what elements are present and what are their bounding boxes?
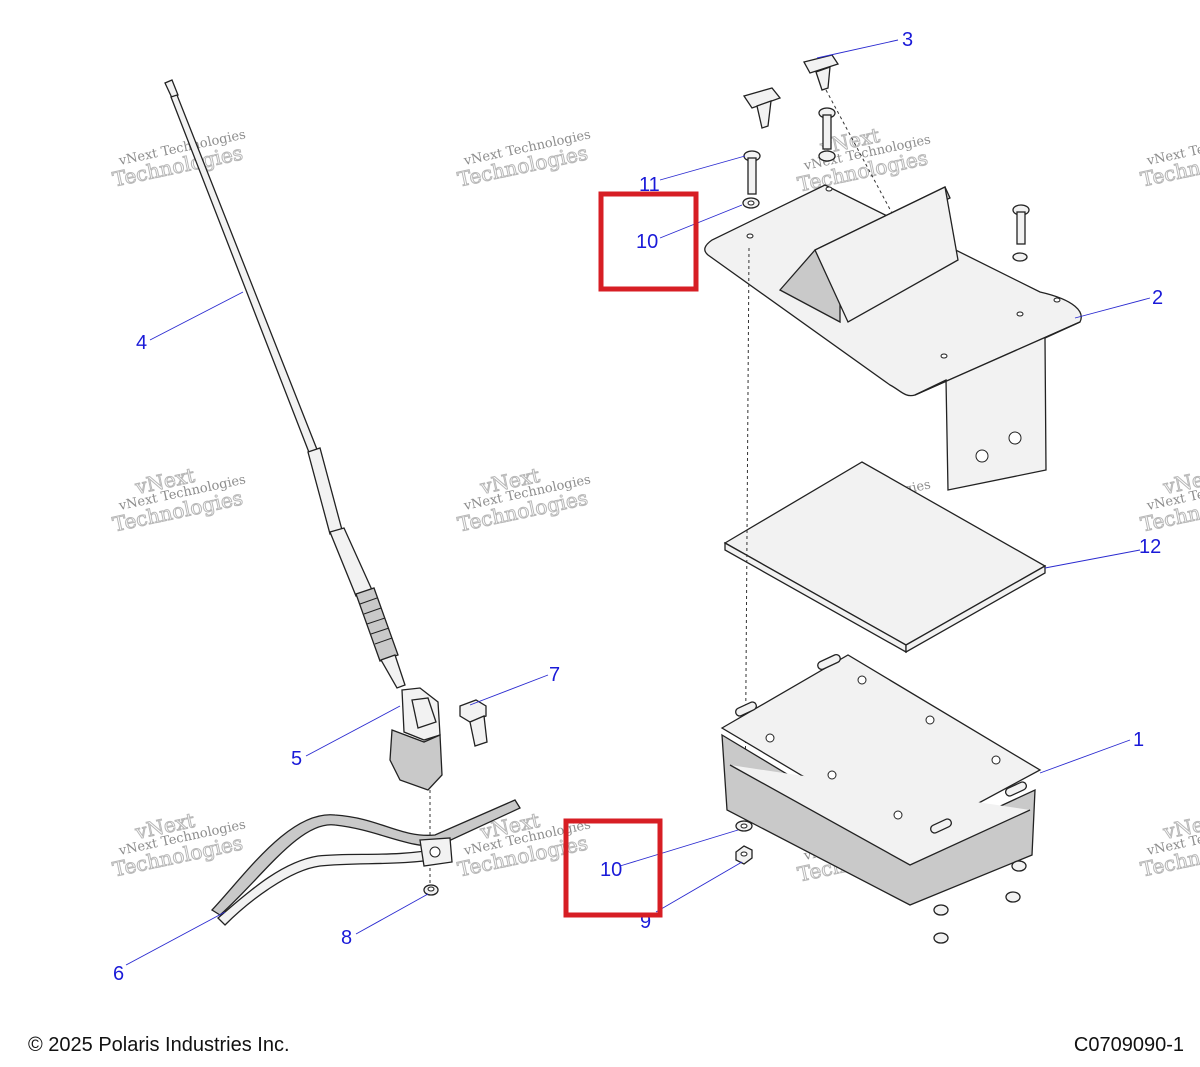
- highlight-box-top: [598, 191, 699, 292]
- callout-12: 12: [1139, 536, 1161, 558]
- watermark: Technologies vNext Technologies vNext: [455, 808, 592, 882]
- washer-top: [742, 197, 760, 209]
- callout-10-top: 10: [636, 231, 658, 253]
- callout-10-bottom: 10: [600, 859, 622, 881]
- watermark: Technologies vNext Technologies: [110, 127, 247, 192]
- callout-4: 4: [136, 332, 147, 354]
- antenna-taper: [307, 447, 343, 535]
- screw: [818, 107, 836, 162]
- antenna-spring: [355, 587, 399, 662]
- rivet-axis-line: [825, 89, 901, 229]
- screw: [743, 150, 761, 195]
- drawing-number: C0709090-1: [1073, 1034, 1184, 1056]
- callout-6: 6: [113, 963, 124, 985]
- hex-nut: [735, 845, 753, 865]
- antenna-mount: [389, 687, 443, 890]
- bracket-hole: [975, 449, 989, 463]
- copyright-text: © 2025 Polaris Industries Inc.: [28, 1034, 290, 1056]
- callout-8: 8: [341, 927, 352, 949]
- leader-lines: [125, 39, 1151, 966]
- strap: [210, 799, 521, 926]
- pad: [723, 461, 1047, 654]
- callout-2: 2: [1152, 287, 1163, 309]
- callout-9: 9: [640, 911, 651, 933]
- watermark: Technologies vNext Technologies vNext: [110, 808, 247, 882]
- callout-3: 3: [902, 29, 913, 51]
- watermark: Technologies vNext Technologies: [1138, 127, 1200, 192]
- bracket-hole: [1008, 431, 1022, 445]
- antenna-tip: [164, 79, 179, 99]
- watermark: Technologies vNext Technologies vNext: [455, 463, 592, 537]
- watermark: Technologies vNext Technologies: [455, 127, 592, 192]
- antenna-base-tube: [329, 527, 373, 597]
- watermark: Technologies vNext Technologies vNext: [110, 463, 247, 537]
- washer-bottom: [735, 820, 753, 832]
- callout-11: 11: [639, 174, 660, 196]
- mounting-bracket: [704, 184, 1082, 491]
- watermark: Technologies vNext Technologies vNext: [1138, 808, 1200, 882]
- callout-7: 7: [549, 664, 560, 686]
- push-rivet: [742, 87, 782, 129]
- control-module: [720, 653, 1042, 944]
- antenna-whip: [164, 79, 406, 689]
- screw: [1012, 204, 1030, 262]
- mount-bolt: [459, 699, 488, 747]
- antenna-rod: [170, 94, 319, 456]
- strap-nut: [423, 884, 439, 896]
- callouts: 1 2 3 4 5 6 7 8 9 10 10 11 12: [113, 29, 1163, 985]
- watermark: Technologies vNext Technologies vNext: [1138, 463, 1200, 537]
- push-rivet: [803, 54, 840, 91]
- callout-5: 5: [291, 748, 302, 770]
- callout-1: 1: [1133, 729, 1144, 751]
- highlight-box-bottom: [563, 818, 663, 918]
- watermark: Technologies vNext Technologies vNext: [795, 123, 932, 197]
- antenna-stud: [380, 654, 406, 689]
